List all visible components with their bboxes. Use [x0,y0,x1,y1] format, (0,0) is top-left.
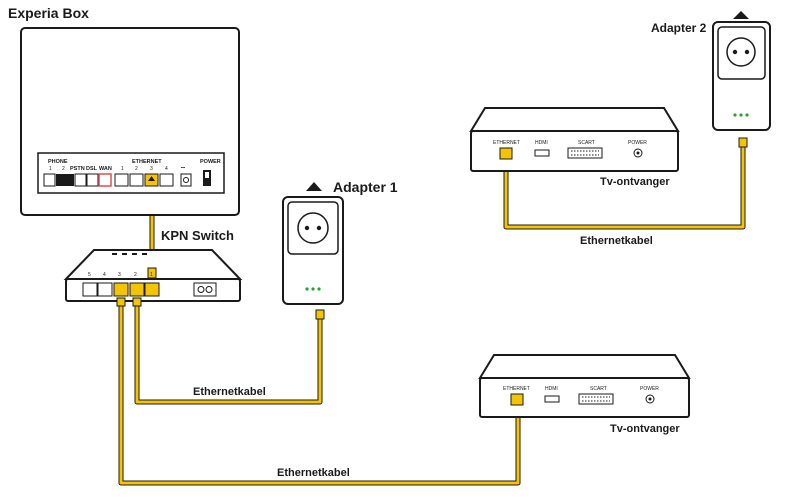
tv-bottom-hdmi-label: HDMI [545,386,558,392]
tv-receiver-top: ETHERNET HDMI SCART POWER [469,107,680,172]
experia-eth4-label: 4 [165,166,168,172]
switch-port-4-label: 4 [103,272,106,278]
tv-receiver-top-label: Tv-ontvanger [600,176,670,188]
experia-eth2-port [129,173,144,187]
switch-power-socket [193,282,217,297]
switch-port-1 [144,282,160,297]
tv-top-hdmi-label: HDMI [535,140,548,146]
switch-port-5 [82,282,98,297]
experia-eth2-label: 2 [135,166,138,172]
tv-bottom-hdmi-port [544,395,560,403]
kpn-switch: 5 4 3 2 1 [63,249,243,302]
adapter1-label: Adapter 1 [333,179,398,195]
tv-bottom-scart-port [578,393,614,405]
experia-phone-1-label: 1 [49,166,52,172]
experia-ethernet-label: ETHERNET [132,159,162,165]
tv-bottom-scart-label: SCART [590,386,607,392]
adapter2-leds [733,113,749,117]
tv-bottom-ethernet-port [510,393,524,406]
experia-dsl-port [86,173,99,187]
cable-label-top: Ethernetkabel [580,235,653,247]
experia-phone1-port [43,173,56,187]
experia-eth4-port [159,173,174,187]
switch-port-3-label: 3 [118,272,121,278]
cable-label-middle: Ethernetkabel [193,386,266,398]
tv-top-scart-port [567,147,603,159]
adapter1-arrow-icon [306,182,322,191]
tv-top-power-label: POWER [628,140,647,146]
adapter1-socket-icon [297,212,329,244]
experia-wan-port [98,173,112,187]
switch-port-5-label: 5 [88,272,91,278]
switch-leds [112,253,147,255]
experia-wan-label: WAN [99,166,112,172]
experia-dc-icon: ⎓ [181,165,185,171]
adapter2-arrow-icon [733,11,749,19]
switch-port-1-tag [147,267,157,279]
experia-eth3-indicator-icon [148,176,155,181]
tv-bottom-power-label: POWER [640,386,659,392]
experia-pstn-port [74,173,87,187]
experia-phone2-port [56,174,74,186]
experia-box-label: Experia Box [8,5,89,21]
adapter1-leds [305,287,321,291]
tv-top-scart-label: SCART [578,140,595,146]
tv-top-ethernet-port [499,147,513,160]
switch-port-4 [97,282,113,297]
experia-power-label: POWER [200,159,221,165]
experia-pstn-label: PSTN [70,166,85,172]
switch-port-2 [129,282,145,297]
adapter-1 [282,196,344,305]
switch-port-3 [113,282,129,297]
switch-port-2-label: 2 [134,272,137,278]
kpn-switch-label: KPN Switch [161,228,234,243]
tv-top-hdmi-port [534,149,550,157]
adapter2-socket-icon [726,37,756,67]
adapter2-label: Adapter 2 [651,21,707,35]
experia-eth1-port [114,173,129,187]
experia-phone-label: PHONE [48,159,68,165]
tv-receiver-bottom: ETHERNET HDMI SCART POWER [478,354,691,418]
experia-eth3-label: 3 [150,166,153,172]
tv-receiver-bottom-label: Tv-ontvanger [610,423,680,435]
adapter-2 [712,21,771,131]
tv-top-ethernet-label: ETHERNET [493,140,520,146]
cables [118,143,746,486]
switch-port-1-label: 1 [150,272,153,278]
experia-box: PHONE 1 2 PSTN DSL WAN ETHERNET 1 2 3 4 … [20,27,240,216]
experia-eth1-label: 1 [121,166,124,172]
experia-phone-2-label: 2 [62,166,65,172]
experia-dsl-label: DSL [86,166,98,172]
cable-label-bottom: Ethernetkabel [277,467,350,479]
tv-bottom-ethernet-label: ETHERNET [503,386,530,392]
